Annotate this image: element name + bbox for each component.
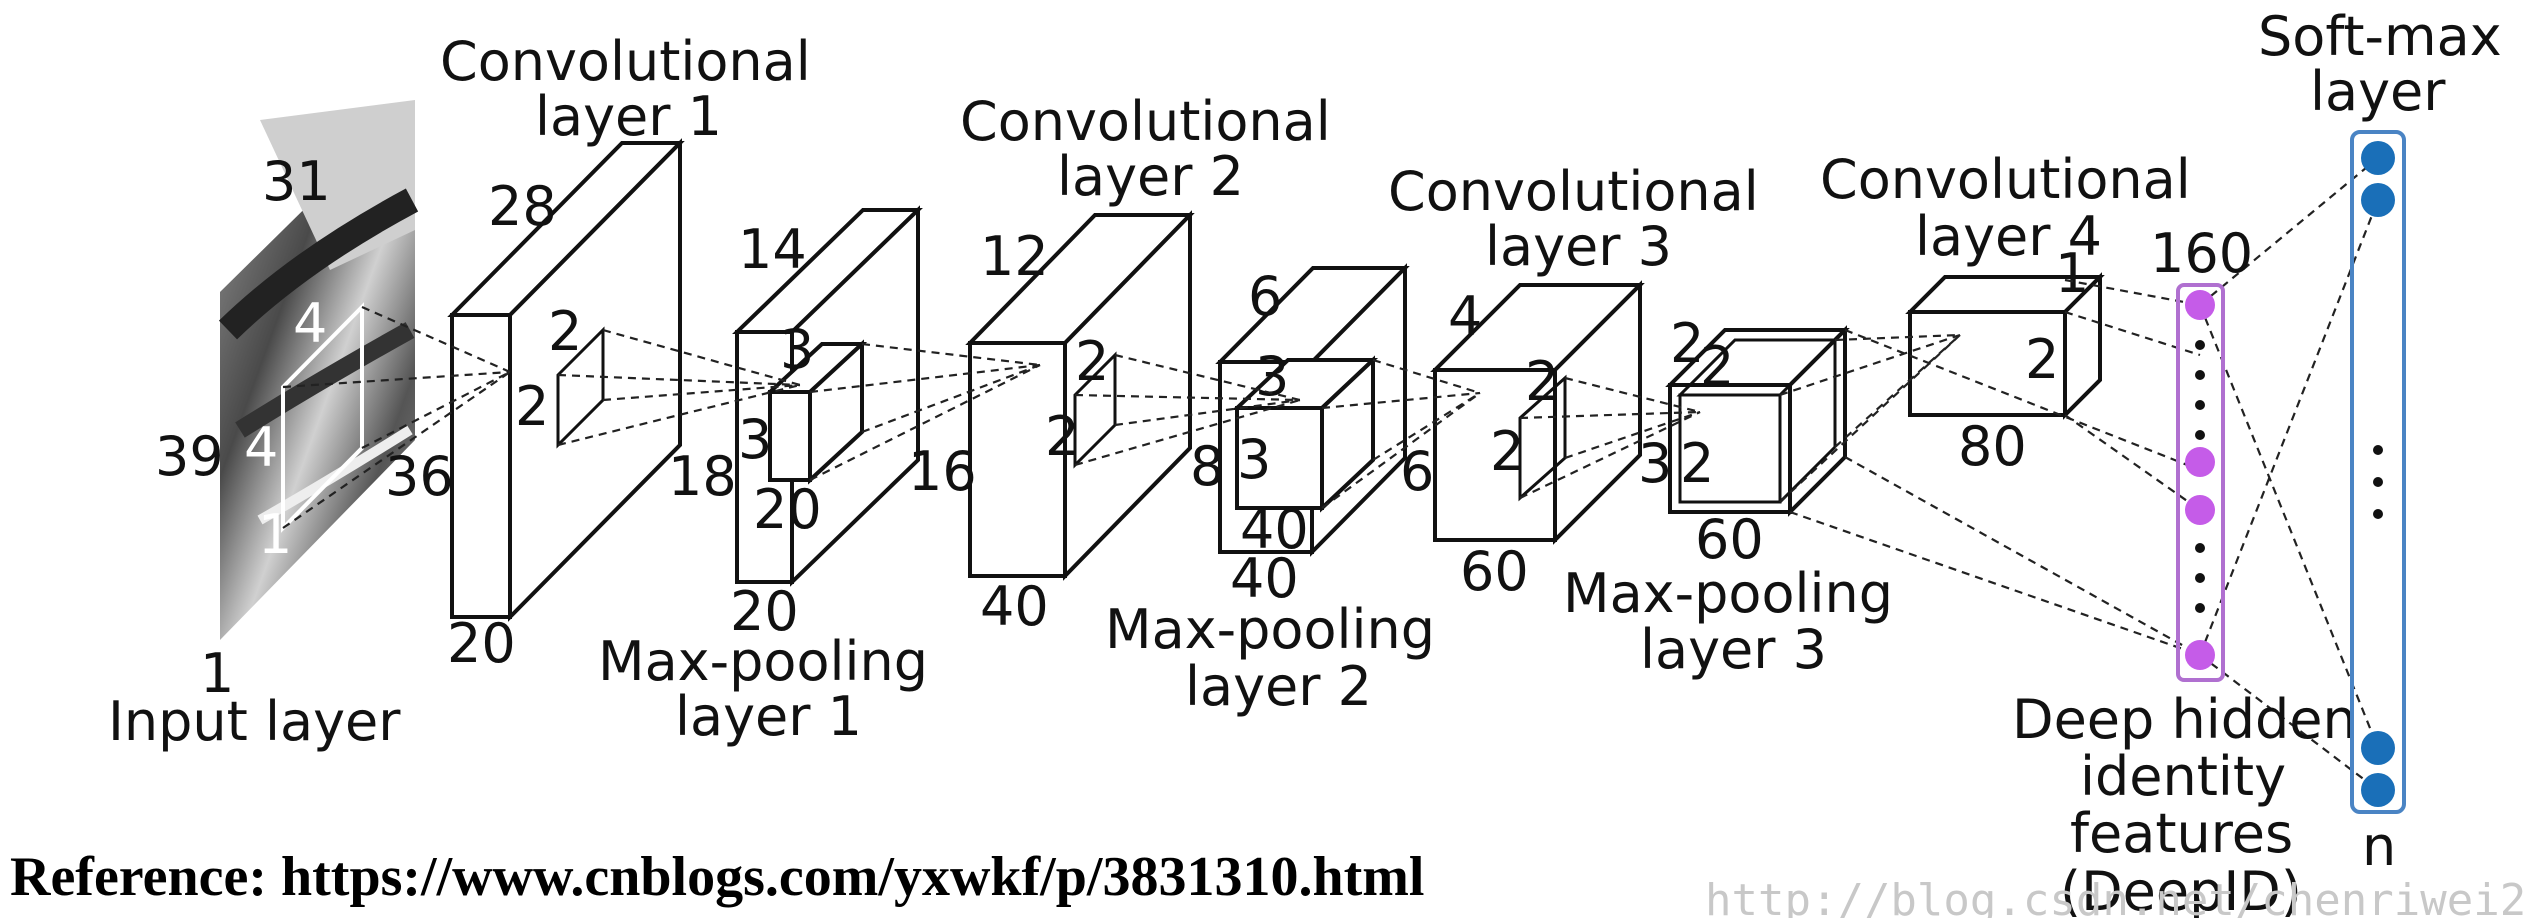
conv2-kernel-label-a: 2 — [1075, 330, 1109, 393]
softmax-n-label: n — [2362, 815, 2396, 878]
pool2-window-depth-label: 40 — [1240, 498, 1309, 561]
watermark-text: http://blog.csdn.net/chenriwei2 — [1705, 875, 2526, 918]
pool2-kernel-label-a: 3 — [1255, 345, 1289, 408]
deepid-vector — [2176, 283, 2225, 682]
deepid-node — [2185, 290, 2215, 320]
conv1-depth-label: 20 — [447, 612, 516, 675]
conv3-height-label: 6 — [1400, 440, 1434, 503]
conv2-depth-label: 40 — [980, 575, 1049, 638]
input-width-label: 31 — [262, 150, 331, 213]
pool3-kernel-label-b: 2 — [1680, 432, 1714, 495]
pool3-kernel-label-a: 2 — [1700, 335, 1734, 398]
conv3-width-label: 4 — [1448, 285, 1482, 348]
pool1-label-line2: layer 1 — [675, 685, 862, 748]
conv2-label-line2: layer 2 — [1057, 145, 1244, 208]
conv1-height-label: 36 — [385, 445, 454, 508]
pool2-window-front — [1235, 406, 1324, 510]
pool3-label-line1: Max-pooling — [1563, 562, 1893, 625]
conv2-width-label: 12 — [980, 225, 1049, 288]
conv1-block — [447, 138, 685, 622]
conv2-label-line1: Convolutional — [960, 90, 1331, 153]
pool1-block — [732, 205, 923, 587]
input-kernel-label-c: 1 — [258, 503, 292, 566]
input-layer-label: Input layer — [108, 690, 401, 753]
softmax-node — [2361, 731, 2395, 765]
pool2-kernel-label-b: 3 — [1237, 428, 1271, 491]
pool2-height-label: 8 — [1190, 435, 1224, 498]
pool2-block — [1215, 263, 1410, 557]
softmax-node — [2361, 183, 2395, 217]
conv1-width-label: 28 — [488, 175, 557, 238]
conv3-label-line2: layer 3 — [1485, 215, 1672, 278]
connection-lines — [282, 157, 2380, 791]
conv4-block — [1905, 272, 2105, 420]
deepid-label-line1: Deep hidden — [2012, 688, 2357, 751]
conv1-kernel-label-a: 2 — [548, 300, 582, 363]
deepid-label-line2: identity — [2080, 745, 2286, 808]
softmax-node — [2361, 141, 2395, 175]
input-kernel-label-b: 4 — [244, 416, 278, 479]
conv3-depth-label: 60 — [1460, 540, 1529, 603]
deepid-node — [2185, 640, 2215, 670]
conv4-label-line1: Convolutional — [1820, 148, 2191, 211]
conv2-height-label: 16 — [908, 440, 977, 503]
deepid-label-line3: features — [2070, 802, 2293, 865]
conv4-width-label: 1 — [2055, 242, 2089, 305]
pool2-label-line1: Max-pooling — [1105, 598, 1435, 661]
softmax-label-line2: layer — [2310, 60, 2446, 123]
pool2-width-label: 6 — [1248, 265, 1282, 328]
pool1-kernel-label-c: 20 — [753, 478, 822, 541]
pool1-height-label: 18 — [668, 445, 737, 508]
conv2-block — [965, 210, 1195, 581]
conv3-block — [1430, 280, 1645, 545]
conv2-kernel-label-b: 2 — [1045, 405, 1079, 468]
conv1-label-line2: layer 1 — [535, 85, 722, 148]
pool3-width-label: 2 — [1670, 312, 1704, 375]
conv3-kernel-label-a: 2 — [1525, 350, 1559, 413]
reference-text: Reference: https://www.cnblogs.com/yxwkf… — [10, 846, 1424, 908]
pool1-kernel-label-a: 3 — [780, 318, 814, 381]
softmax-label-line1: Soft-max — [2258, 5, 2502, 68]
deepid-node — [2185, 447, 2215, 477]
pool1-kernel-label-b: 3 — [738, 408, 772, 471]
conv4-depth-label: 80 — [1958, 415, 2027, 478]
softmax-node — [2361, 773, 2395, 807]
deepid-dim-label: 160 — [2150, 222, 2253, 285]
conv3-kernel-label-b: 2 — [1490, 420, 1524, 483]
conv1-kernel-label-b: 2 — [515, 375, 549, 438]
conv1-label-line1: Convolutional — [440, 30, 811, 93]
pool2-depth-label: 40 — [1230, 547, 1299, 610]
pool1-depth-label: 20 — [730, 580, 799, 643]
pool3-depth-label: 60 — [1695, 508, 1764, 571]
pool3-label-line2: layer 3 — [1640, 618, 1827, 681]
input-kernel-label-a: 4 — [293, 292, 327, 355]
conv4-label-line2: layer 4 — [1915, 205, 2102, 268]
deepid-node — [2185, 495, 2215, 525]
pool1-window-front — [768, 390, 812, 482]
input-face-image — [218, 100, 419, 640]
conv4-height-label: 2 — [2025, 328, 2059, 391]
pool3-window-front — [1678, 393, 1782, 504]
pool2-label-line2: layer 2 — [1185, 655, 1372, 718]
input-depth-label: 1 — [200, 642, 234, 705]
pool1-label-line1: Max-pooling — [598, 630, 928, 693]
pool1-width-label: 14 — [738, 218, 807, 281]
input-height-label: 39 — [155, 425, 224, 488]
deepid-label-line4: (DeepID) — [2060, 860, 2302, 918]
pool3-height-label: 3 — [1638, 432, 1672, 495]
conv3-label-line1: Convolutional — [1388, 160, 1759, 223]
softmax-vector — [2350, 130, 2406, 814]
